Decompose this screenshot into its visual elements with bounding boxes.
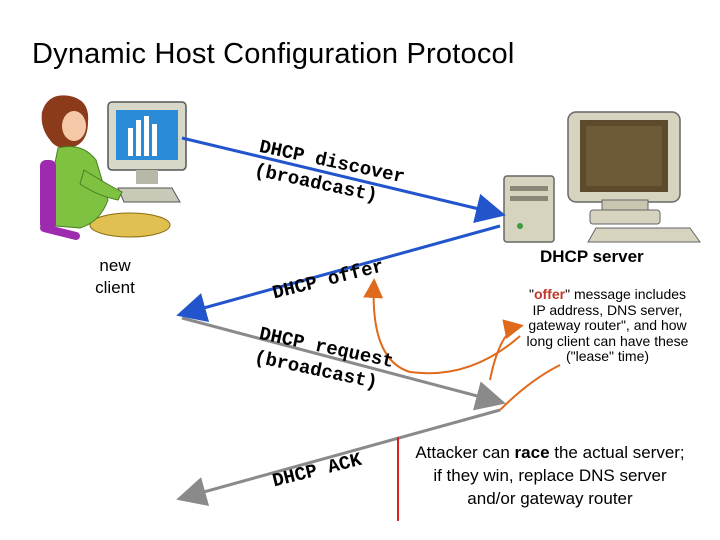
offer-note-quote-word: offer: [533, 286, 566, 302]
attacker-note-box: Attacker can race the actual server; if …: [397, 437, 697, 521]
request-annotation-link: [499, 364, 561, 411]
server-computer-icon: [503, 111, 701, 243]
page-title: Dynamic Host Configuration Protocol: [32, 38, 515, 70]
attacker-note-emphasis: race: [514, 443, 550, 462]
attacker-note-text: Attacker can race the actual server; if …: [409, 441, 691, 510]
offer-annotation-arrow-2: [489, 319, 524, 381]
client-label-line1: new: [99, 256, 131, 275]
request-arrow: [181, 316, 506, 411]
client-person-icon: [40, 95, 187, 240]
offer-note-text: message includes IP address, DNS server,…: [526, 286, 689, 364]
client-label: new client: [80, 255, 150, 299]
attacker-note-part2: the actual server; if they win, replace …: [433, 443, 685, 508]
offer-note: "offer" message includes IP address, DNS…: [526, 286, 689, 364]
discover-arrow: [181, 136, 506, 224]
offer-arrow: [176, 224, 501, 323]
client-label-line2: client: [95, 278, 135, 297]
ack-arrow: [176, 408, 501, 507]
server-label: DHCP server: [540, 247, 644, 266]
offer-annotation-arrow: [363, 278, 521, 375]
attacker-note-part1: Attacker can: [415, 443, 515, 462]
